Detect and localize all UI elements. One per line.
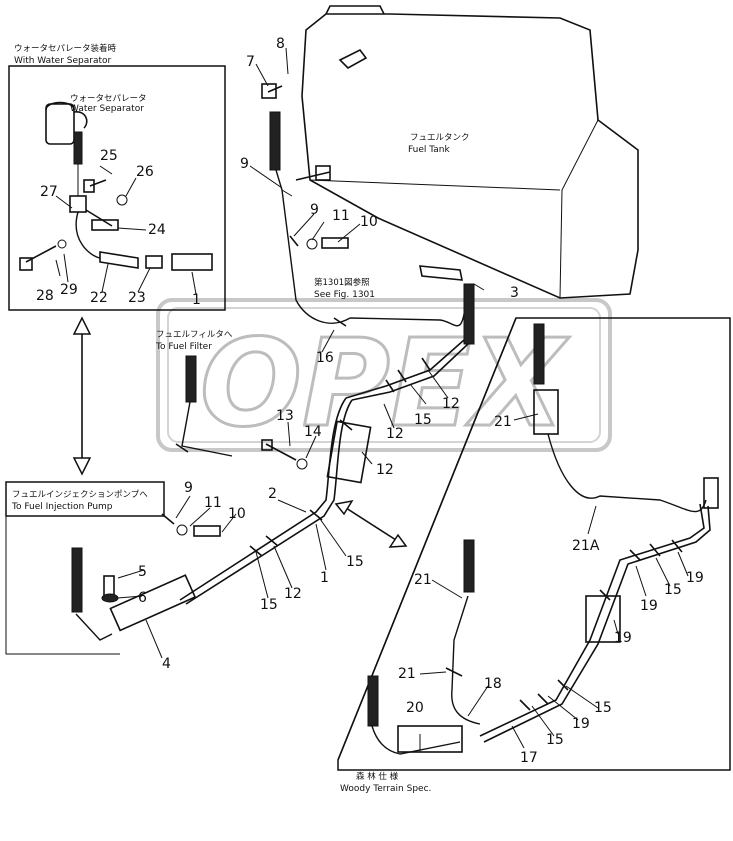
part-label-9: 9	[240, 156, 249, 172]
part-label-9: 9	[310, 202, 319, 218]
watermark-text: OPEX	[200, 315, 570, 454]
part-label-19: 19	[686, 570, 704, 586]
part-label-24: 24	[148, 222, 166, 238]
caption-to-injection-pump-jp: フュエルインジェクションポンプへ	[12, 490, 148, 500]
part-label-19: 19	[640, 598, 658, 614]
caption-water-separator-jp: ウォータセパレータ	[70, 94, 147, 104]
injection-pump-box	[5, 481, 165, 517]
water-separator	[19, 101, 213, 271]
part-label-12: 12	[386, 426, 404, 442]
caption-see-fig-jp: 第1301図参照	[314, 277, 370, 288]
part-label-9: 9	[184, 480, 193, 496]
fuel-tank	[301, 5, 639, 299]
caption-to-fuel-filter-en: To Fuel Filter	[155, 342, 212, 352]
part-label-5: 5	[138, 564, 147, 580]
main-fuel-pipe	[71, 339, 469, 641]
part-label-12: 12	[442, 396, 460, 412]
part-label-16: 16	[316, 350, 334, 366]
part-label-13: 13	[276, 408, 294, 424]
injection-pump-frame	[5, 516, 120, 655]
part-label-21: 21	[398, 666, 416, 682]
part-label-7: 7	[246, 54, 255, 70]
part-label-10: 10	[228, 506, 246, 522]
caption-fuel-tank-en: Fuel Tank	[408, 145, 451, 155]
part-label-21: 21	[494, 414, 512, 430]
part-label-11: 11	[204, 495, 222, 511]
caption-with-water-separator-en: With Water Separator	[14, 56, 111, 66]
part-label-19: 19	[572, 716, 590, 732]
part-label-29: 29	[60, 282, 78, 298]
hose-tank-to-filter	[261, 83, 475, 345]
part-label-23: 23	[128, 290, 146, 306]
part-label-17: 17	[520, 750, 538, 766]
woody-terrain-pipes	[367, 323, 719, 755]
part-label-10: 10	[360, 214, 378, 230]
part-label-6: 6	[138, 590, 147, 606]
part-label-1: 1	[192, 292, 201, 308]
caption-to-injection-pump-en: To Fuel Injection Pump	[11, 502, 113, 512]
caption-woody-terrain-en: Woody Terrain Spec.	[340, 784, 431, 794]
part-label-28: 28	[36, 288, 54, 304]
part-label-12: 12	[284, 586, 302, 602]
part-label-21: 21	[414, 572, 432, 588]
part-label-1: 1	[320, 570, 329, 586]
part-label-26: 26	[136, 164, 154, 180]
caption-woody-terrain-jp: 森 林 仕 様	[356, 771, 399, 782]
part-label-12: 12	[376, 462, 394, 478]
link-arrow-vertical	[72, 316, 92, 476]
part-label-21A: 21A	[572, 538, 600, 554]
part-label-4: 4	[162, 656, 171, 672]
part-label-11: 11	[332, 208, 350, 224]
part-label-15: 15	[346, 554, 364, 570]
caption-water-separator-en: Water Separator	[70, 104, 144, 114]
water-separator-box	[8, 65, 226, 311]
part-label-15: 15	[664, 582, 682, 598]
part-label-22: 22	[90, 290, 108, 306]
caption-to-fuel-filter-jp: フュエルフィルタへ	[156, 330, 233, 340]
link-arrow-diagonal	[334, 499, 408, 548]
part-label-20: 20	[406, 700, 424, 716]
part-label-3: 3	[510, 285, 519, 301]
part-label-19: 19	[614, 630, 632, 646]
part-label-27: 27	[40, 184, 58, 200]
part-label-18: 18	[484, 676, 502, 692]
part-label-15: 15	[546, 732, 564, 748]
part-label-14: 14	[304, 424, 322, 440]
opex-watermark: OPEX	[156, 298, 612, 456]
part-label-15: 15	[414, 412, 432, 428]
part-label-8: 8	[276, 36, 285, 52]
caption-with-water-separator-jp: ウォータセパレータ装着時	[14, 43, 117, 54]
part-number-labels: 8 7 9 9 11 10 3 16 12 15 12 13 14 12 9 2…	[36, 36, 704, 766]
part-label-2: 2	[268, 486, 277, 502]
caption-see-fig-en: See Fig. 1301	[314, 290, 375, 300]
part-label-15: 15	[260, 597, 278, 613]
part-label-15: 15	[594, 700, 612, 716]
leader-lines	[55, 47, 689, 752]
part-label-25: 25	[100, 148, 118, 164]
caption-fuel-tank-jp: フュエルタンク	[410, 133, 470, 143]
